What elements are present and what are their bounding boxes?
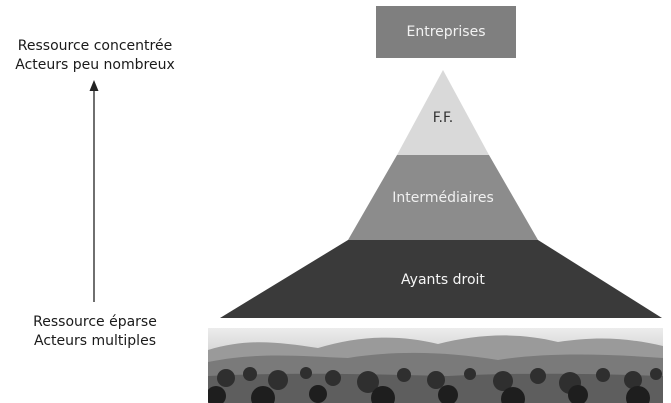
axis-bottom-label-line1: Ressource éparse bbox=[33, 314, 157, 330]
tier-label-ayants-droit: Ayants droit bbox=[401, 272, 485, 288]
tier-label-ff: F.F. bbox=[432, 110, 454, 126]
axis-top-label-line1: Ressource concentrée bbox=[17, 38, 173, 54]
pyramid-tier-ff bbox=[397, 70, 489, 155]
pyramid-tier-ayants-droit bbox=[220, 240, 662, 318]
entreprises-label: Entreprises bbox=[406, 24, 486, 40]
axis-top-label-line2: Acteurs peu nombreux bbox=[15, 57, 175, 73]
tier-label-intermediaires: Intermédiaires bbox=[392, 190, 494, 206]
entreprises-box: Entreprises bbox=[376, 6, 516, 58]
axis-bottom-label-line2: Acteurs multiples bbox=[34, 333, 156, 349]
axis-arrow-head bbox=[89, 80, 99, 91]
axis-bottom-label: Ressource éparse Acteurs multiples bbox=[0, 313, 190, 351]
landscape-photo bbox=[208, 328, 663, 403]
landscape-icon bbox=[208, 328, 663, 403]
pyramid-tier-intermediaires bbox=[348, 155, 538, 240]
axis-top-label: Ressource concentrée Acteurs peu nombreu… bbox=[0, 37, 190, 75]
